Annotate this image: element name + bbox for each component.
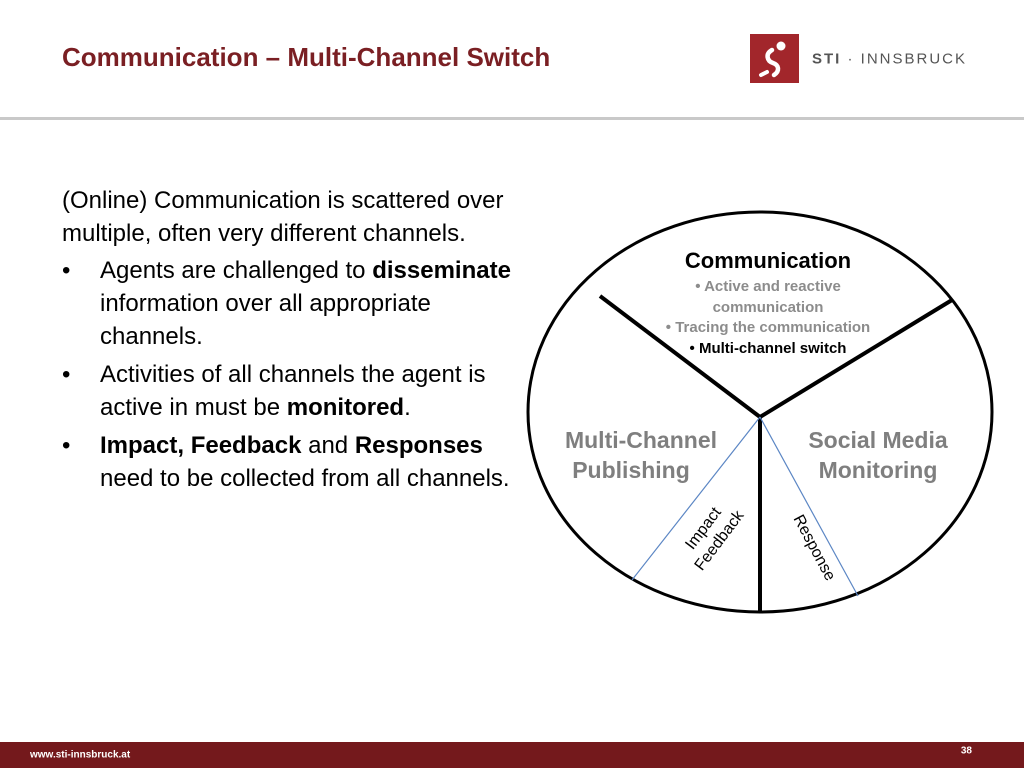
- logo-text-sti: STI: [812, 50, 842, 68]
- segment-title-publishing-line2: Publishing: [572, 457, 690, 483]
- divider-right: [758, 298, 954, 419]
- bullet-list: Agents are challenged to disseminate inf…: [62, 254, 512, 495]
- segment-title-monitoring-line2: Monitoring: [819, 457, 938, 483]
- item-text: Active and reactive: [704, 278, 841, 295]
- bullet-text: information over all appropriate channel…: [100, 290, 431, 350]
- item-text: Tracing the communication: [675, 319, 870, 336]
- communication-item: • Active and reactive: [695, 278, 841, 295]
- page-number: 38: [960, 745, 972, 757]
- slide-content: (Online) Communication is scattered over…: [62, 184, 512, 500]
- impact-feedback-line: [631, 416, 761, 581]
- intro-text: (Online) Communication is scattered over…: [62, 187, 504, 247]
- bullet-text: .: [404, 394, 411, 421]
- logo-text-innsbruck: · INNSBRUCK: [841, 50, 968, 68]
- communication-item-active: • Multi-channel switch: [690, 340, 847, 357]
- logo-text: STI · INNSBRUCK: [812, 51, 967, 68]
- slide-title: Communication – Multi-Channel Switch: [62, 42, 551, 72]
- item-text: Multi-channel switch: [699, 340, 847, 357]
- response-line: [759, 416, 859, 597]
- segment-title-publishing-line1: Multi-Channel: [565, 427, 717, 453]
- bullet-bold: disseminate: [372, 257, 511, 284]
- communication-item: communication: [713, 299, 824, 316]
- segment-title-monitoring-line1: Social Media: [808, 427, 948, 453]
- bullet-monitored: Activities of all channels the agent is …: [62, 358, 512, 424]
- divider-left: [598, 294, 762, 419]
- footer-bar: www.sti-innsbruck.at 38: [0, 742, 1024, 768]
- bullet-text: and: [301, 432, 355, 459]
- footer-url: www.sti-innsbruck.at: [30, 749, 131, 761]
- communication-diagram: Communication • Active and reactive comm…: [526, 210, 994, 614]
- sti-logo: STI · INNSBRUCK: [750, 34, 970, 84]
- bullet-impact-feedback: Impact, Feedback and Responses need to b…: [62, 429, 512, 495]
- bullet-bold: Responses: [354, 432, 483, 459]
- communication-item: • Tracing the communication: [666, 319, 870, 336]
- bullet-disseminate: Agents are challenged to disseminate inf…: [62, 254, 512, 353]
- bullet-bold: monitored: [286, 394, 405, 421]
- sti-logo-icon: [750, 34, 799, 83]
- impact-feedback-label: Impact Feedback: [682, 504, 748, 574]
- segment-title-communication: Communication: [685, 248, 851, 273]
- bullet-text: Agents are challenged to: [100, 257, 373, 284]
- bullet-bold: Impact, Feedback: [100, 432, 302, 459]
- header-divider: [0, 117, 1024, 120]
- bullet-text: Activities of all channels the agent is …: [100, 361, 486, 421]
- bullet-text: need to be collected from all channels.: [100, 465, 510, 492]
